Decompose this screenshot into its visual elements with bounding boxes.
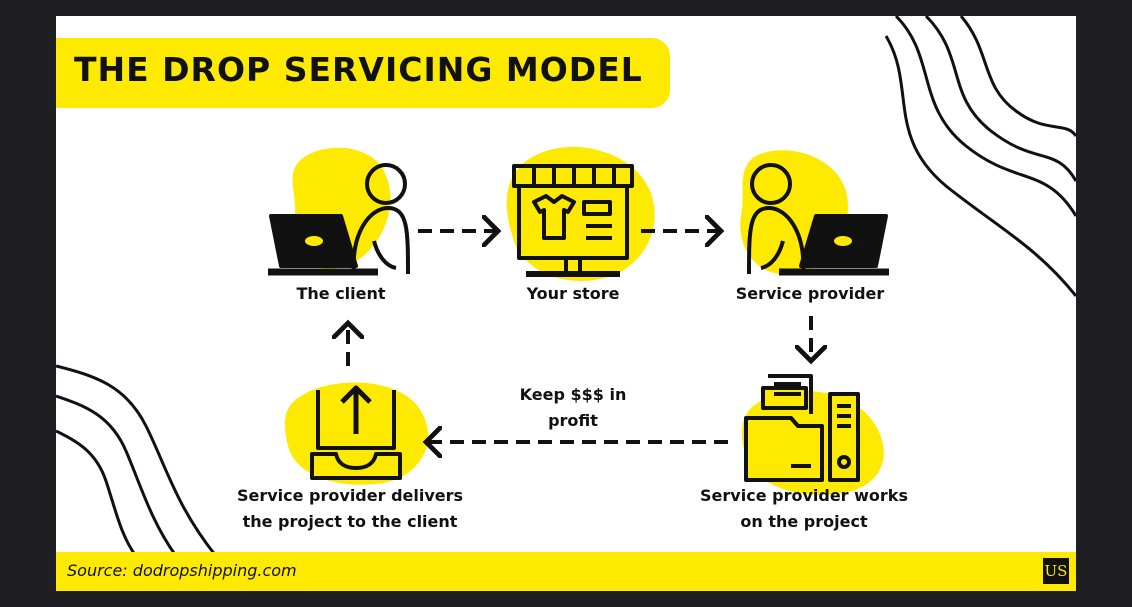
node-label-delivers-line1: Service provider delivers <box>236 486 464 505</box>
brand-logo: US <box>1043 558 1069 584</box>
node-label-provider: Service provider <box>735 284 885 303</box>
infographic-card: THE DROP SERVICING MODEL <box>56 16 1076 591</box>
flow-arrows <box>348 231 811 442</box>
title-banner <box>56 38 670 108</box>
folder-computer-icon <box>744 374 860 482</box>
node-label-delivers-line2: the project to the client <box>242 512 458 531</box>
person-laptop-icon-provider <box>747 163 889 276</box>
person-laptop-icon <box>268 163 410 276</box>
wavy-lines-decoration-top-right <box>884 16 1076 297</box>
node-label-works-line1: Service provider works <box>700 486 908 505</box>
node-label-works: Service provider works on the project <box>700 483 908 535</box>
node-label-store: Your store <box>526 284 620 303</box>
node-label-client: The client <box>296 284 386 303</box>
node-label-works-line2: on the project <box>740 512 868 531</box>
footer-bar: Source: dodropshipping.com US <box>56 552 1076 591</box>
wavy-lines-decoration-bottom-left <box>56 364 218 556</box>
flow-diagram <box>268 146 889 495</box>
source-credit: Source: dodropshipping.com <box>67 561 297 580</box>
blob-store <box>506 146 655 282</box>
page-title: THE DROP SERVICING MODEL <box>74 50 643 89</box>
node-label-delivers: Service provider delivers the project to… <box>237 483 463 535</box>
inbox-upload-icon <box>310 385 402 480</box>
online-store-icon <box>512 164 634 277</box>
profit-label-line2: profit <box>548 411 598 430</box>
profit-label-line1: Keep $$$ in <box>519 385 627 404</box>
profit-label: Keep $$$ in profit <box>520 382 627 434</box>
